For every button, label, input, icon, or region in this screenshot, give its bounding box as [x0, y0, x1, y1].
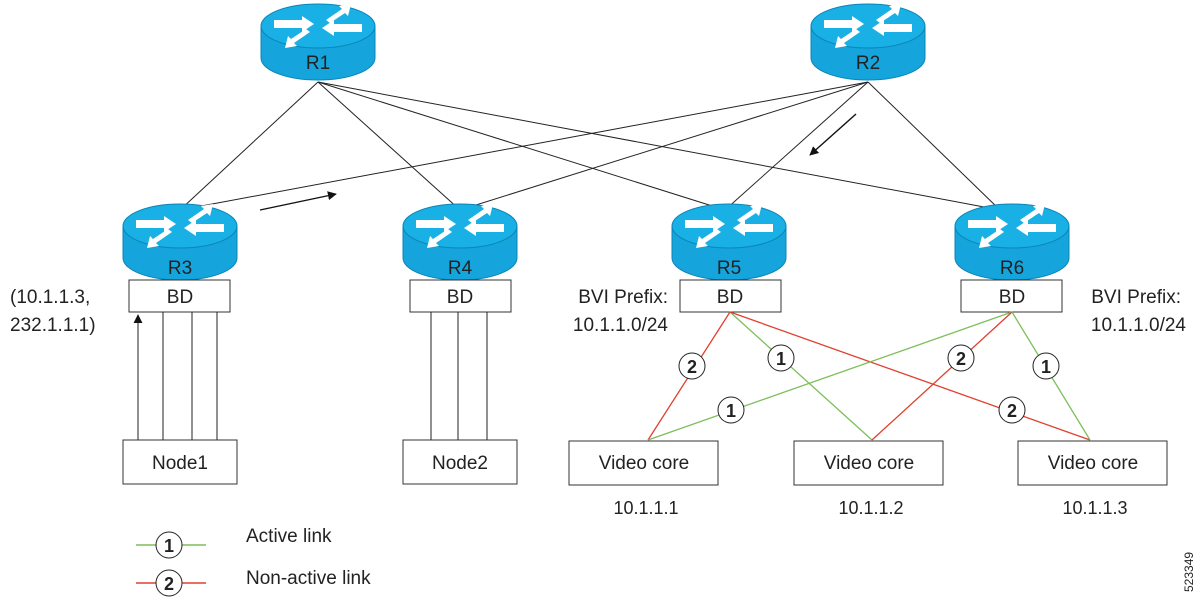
svg-text:BVI Prefix:: BVI Prefix: [1091, 287, 1181, 308]
node1-access-lines [133, 312, 218, 440]
node2-box: Node2 [402, 439, 518, 485]
node-label: Node2 [432, 453, 488, 474]
router-label: R4 [448, 258, 473, 279]
router-label: R2 [856, 53, 880, 74]
router-label: R3 [168, 258, 192, 279]
legend-non-active: 2 Non-active link [136, 568, 371, 597]
link-marker-r6-vc2: 2 [947, 344, 975, 372]
router-r1: R1 [260, 3, 376, 81]
legend-active-label: Active link [246, 526, 332, 547]
svg-text:1: 1 [164, 536, 174, 556]
svg-text:2: 2 [687, 357, 697, 377]
link-r1-r4 [317, 81, 461, 211]
svg-text:2: 2 [1007, 401, 1017, 421]
legend: 1 Active link 2 Non-active link [136, 526, 371, 597]
svg-text:1: 1 [726, 401, 736, 421]
link-marker-r6-vc3: 1 [1032, 352, 1060, 380]
svg-text:10.1.1.0/24: 10.1.1.0/24 [1091, 315, 1187, 336]
non-active-link-r6-vc2 [871, 311, 1013, 441]
bd-label: BD [717, 287, 743, 308]
active-link-r5-vc2 [729, 311, 873, 441]
router-r5: R5 [671, 203, 787, 281]
r5-bvi-prefix: BVI Prefix: 10.1.1.0/24 [573, 287, 669, 336]
video-core-box-2: Video core 10.1.1.2 [793, 440, 944, 518]
link-r2-r4 [459, 81, 869, 211]
svg-text:10.1.1.0/24: 10.1.1.0/24 [573, 315, 669, 336]
core-links [179, 81, 1001, 211]
router-r4: R4 [402, 203, 518, 281]
video-core-links [647, 311, 1091, 441]
bd-box-r4: BD [409, 279, 512, 313]
video-core-label: Video core [1048, 453, 1139, 474]
router-arrows-icon [824, 4, 912, 48]
router-label: R6 [1000, 258, 1024, 279]
router-arrows-icon [685, 204, 773, 248]
bd-box-r6: BD [960, 279, 1063, 313]
node-label: Node1 [152, 453, 208, 474]
node1-box: Node1 [122, 439, 238, 485]
svg-text:2: 2 [956, 349, 966, 369]
router-r3: R3 [122, 203, 238, 281]
flow-arrow-r3-to-r2 [259, 191, 337, 211]
bd-label: BD [447, 287, 473, 308]
link-marker-r6-vc1: 1 [717, 396, 745, 424]
video-core-ip: 10.1.1.2 [838, 498, 903, 518]
router-arrows-icon [274, 4, 362, 48]
flow-arrow-r2-to-r5 [809, 113, 857, 156]
svg-text:BVI Prefix:: BVI Prefix: [578, 287, 668, 308]
router-arrows-icon [968, 204, 1056, 248]
video-core-box-1: Video core 10.1.1.1 [568, 440, 719, 518]
r6-bvi-prefix: BVI Prefix: 10.1.1.0/24 [1091, 287, 1187, 336]
router-r2: R2 [810, 3, 926, 81]
svg-text:1: 1 [1041, 357, 1051, 377]
router-r6: R6 [954, 203, 1070, 281]
link-r1-r3 [179, 81, 319, 211]
router-arrows-icon [416, 204, 504, 248]
video-core-ip: 10.1.1.1 [613, 498, 678, 518]
figure-id: 523349 [1182, 552, 1196, 592]
link-marker-r5-vc1: 2 [678, 352, 706, 380]
video-core-ip: 10.1.1.3 [1062, 498, 1127, 518]
link-marker-r5-vc2: 1 [767, 344, 795, 372]
link-r2-r6 [867, 81, 1001, 211]
link-r2-r3 [179, 81, 869, 211]
r3-multicast-annotation: (10.1.1.3, 232.1.1.1) [10, 287, 96, 336]
video-core-box-3: Video core 10.1.1.3 [1017, 440, 1168, 518]
bd-box-r3: BD [128, 279, 231, 313]
non-active-link-r5-vc3 [729, 311, 1091, 441]
router-label: R5 [717, 258, 741, 279]
router-label: R1 [306, 53, 330, 74]
active-link-r6-vc1 [647, 311, 1013, 441]
legend-active: 1 Active link [136, 526, 332, 559]
router-arrows-icon [136, 204, 224, 248]
svg-text:1: 1 [776, 349, 786, 369]
link-marker-r5-vc3: 2 [998, 396, 1026, 424]
bd-label: BD [999, 287, 1025, 308]
bd-box-r5: BD [679, 279, 782, 313]
svg-text:(10.1.1.3,: (10.1.1.3, [10, 287, 90, 308]
bd-label: BD [167, 287, 193, 308]
svg-text:2: 2 [164, 574, 174, 594]
video-core-label: Video core [599, 453, 690, 474]
legend-non-active-label: Non-active link [246, 568, 371, 589]
link-r1-r6 [317, 81, 1001, 211]
link-r2-r5 [724, 81, 869, 211]
svg-text:232.1.1.1): 232.1.1.1) [10, 315, 96, 336]
node2-access-lines [430, 312, 488, 440]
video-core-label: Video core [824, 453, 915, 474]
